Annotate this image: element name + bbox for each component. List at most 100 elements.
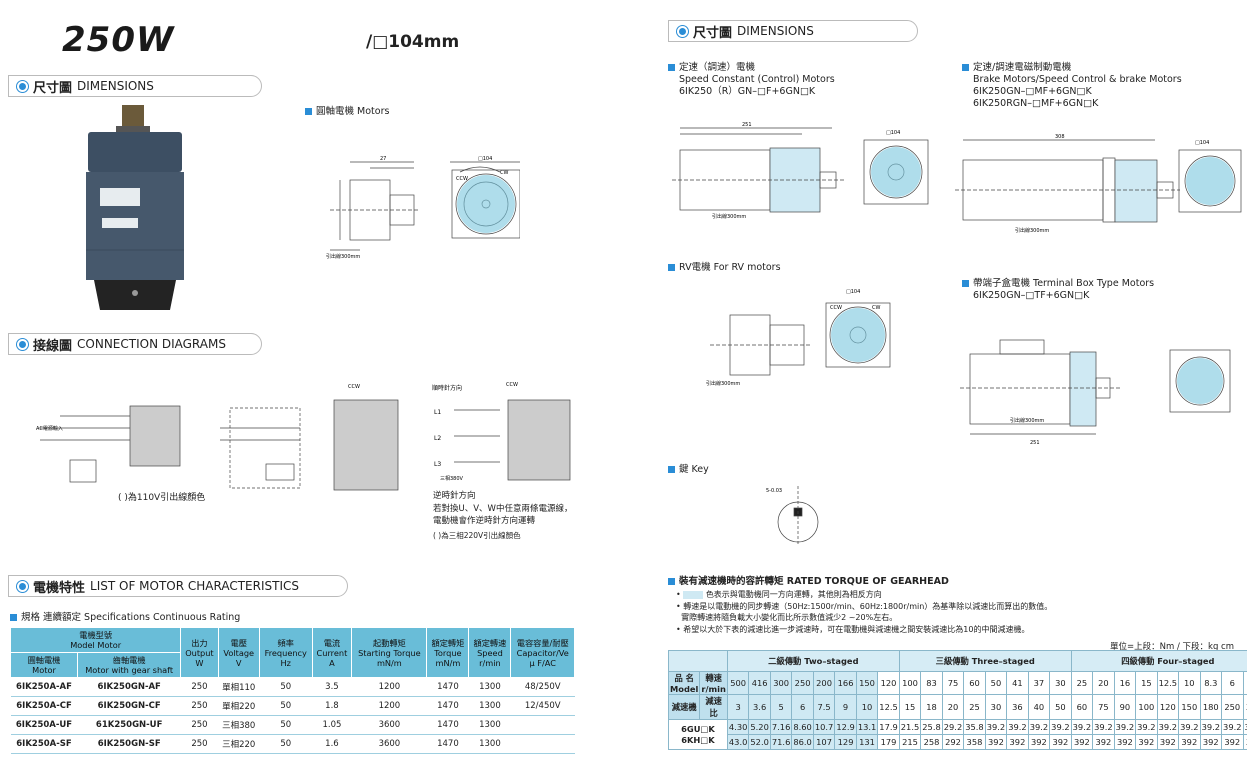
torque-kg-cell: 358 xyxy=(963,734,986,750)
speed-cell: 10 xyxy=(1178,671,1201,695)
torque-kg-cell: 392 xyxy=(1092,734,1115,750)
speed-cell: 12.5 xyxy=(1156,671,1180,695)
torque-nm-cell: 12.9 xyxy=(834,719,857,735)
speed-cell: 25 xyxy=(1070,671,1094,695)
torque-nm-cell: 7.16 xyxy=(769,719,793,735)
spec-cell: 3600 xyxy=(351,734,427,754)
speed-cell: 5 xyxy=(1242,671,1247,695)
spec-cell xyxy=(510,734,575,754)
speed-cell: 41 xyxy=(1006,671,1029,695)
spec-cell: 50 xyxy=(259,677,313,697)
torque-nm-cell: 8.60 xyxy=(791,719,814,735)
spec-cell: 三相220 xyxy=(218,734,260,754)
spec-cell: 1300 xyxy=(468,715,511,735)
svg-text:CW: CW xyxy=(872,305,880,311)
ratio-cell: 9 xyxy=(834,694,857,720)
torque-kg-cell: 392 xyxy=(1049,734,1072,750)
svg-text:□104: □104 xyxy=(478,156,492,162)
torque-nm-cell: 25.8 xyxy=(920,719,943,735)
spec-cell: 61K250GN-UF xyxy=(77,715,181,735)
torque-kg-cell: 392 xyxy=(1113,734,1137,750)
torque-nm-cell: 35.8 xyxy=(963,719,986,735)
svg-text:□104: □104 xyxy=(1195,140,1209,146)
torque-nm-cell: 39.2 xyxy=(1199,719,1223,735)
group-three-staged: 三級傳動 Three–staged xyxy=(898,650,1072,672)
speed-cell: 166 xyxy=(834,671,857,695)
rv-motors-label: RV電機 For RV motors xyxy=(668,262,781,274)
conn-note-reverse: 電動機會作逆時針方向運轉 xyxy=(433,516,536,526)
torque-kg-cell: 392 xyxy=(1156,734,1180,750)
group-two-staged: 二級傳動 Two–staged xyxy=(726,650,900,672)
spec-cell: 1300 xyxy=(468,677,511,697)
ratio-cell: 36 xyxy=(1006,694,1029,720)
bullet-icon xyxy=(17,580,28,592)
spec-cell: 6IK250A-UF xyxy=(10,715,78,735)
ratio-cell: 6 xyxy=(791,694,814,720)
speed-cell: 75 xyxy=(941,671,965,695)
torque-nm-cell: 39.2 xyxy=(1156,719,1180,735)
terminal-box-caption: 帶端子盒電機 Terminal Box Type Motors 6IK250GN… xyxy=(962,278,1154,302)
torque-kg-cell: 392 xyxy=(1178,734,1201,750)
speed-cell: 60 xyxy=(963,671,986,695)
section-title-zh: 電機特性 xyxy=(33,580,86,596)
speed-cell: 150 xyxy=(855,671,879,695)
torque-kg-cell: 179 xyxy=(877,734,900,750)
spec-cell: 50 xyxy=(259,715,313,735)
ratio-cell: 50 xyxy=(1049,694,1072,720)
torque-kg-cell: 392 xyxy=(1135,734,1158,750)
ratio-cell: 40 xyxy=(1027,694,1051,720)
torque-nm-cell: 39.2 xyxy=(1242,719,1247,735)
ratio-cell: 120 xyxy=(1156,694,1180,720)
bullet-icon xyxy=(677,25,688,37)
torque-kg-cell: 129 xyxy=(834,734,857,750)
speed-cell: 16 xyxy=(1113,671,1137,695)
svg-text:27: 27 xyxy=(380,156,386,162)
ratio-cell: 30 xyxy=(984,694,1008,720)
ratio-cell: 10 xyxy=(855,694,879,720)
spec-cell: 250 xyxy=(180,734,219,754)
torque-nm-cell: 39.2 xyxy=(1027,719,1051,735)
spec-cell: 單相110 xyxy=(218,677,260,697)
spec-cell: 1200 xyxy=(351,696,427,716)
svg-text:□104: □104 xyxy=(846,289,860,295)
spec-cell: 250 xyxy=(180,677,219,697)
speed-cell: 300 xyxy=(769,671,793,695)
torque-nm-cell: 39.2 xyxy=(1113,719,1137,735)
speed-cell: 15 xyxy=(1135,671,1158,695)
torque-nm-cell: 39.2 xyxy=(1092,719,1115,735)
ratio-cell: 7.5 xyxy=(812,694,836,720)
torque-nm-cell: 29.2 xyxy=(941,719,965,735)
svg-text:CCW: CCW xyxy=(348,384,360,390)
torque-kg-cell: 392 xyxy=(984,734,1008,750)
spec-cell: 6IK250GN-CF xyxy=(77,696,181,716)
svg-text:三相380V: 三相380V xyxy=(440,475,464,482)
dimensions-header: 尺寸圖 DIMENSIONS xyxy=(8,75,262,97)
ratio-cell: 300 xyxy=(1242,694,1247,720)
torque-kg-cell: 52.0 xyxy=(748,734,771,750)
speed-cell: 500 xyxy=(726,671,750,695)
section-title-en: DIMENSIONS xyxy=(77,79,154,93)
torque-kg-cell: 71.6 xyxy=(769,734,793,750)
brake-motor-caption: 定速/調速電磁制動電機 Brake Motors/Speed Control &… xyxy=(962,62,1182,110)
svg-text:L1: L1 xyxy=(434,409,441,416)
key-drawing: 5-0.03 xyxy=(766,486,819,544)
spec-cell: 6IK250A-AF xyxy=(10,677,78,697)
ratio-cell: 12.5 xyxy=(877,694,900,720)
bullet-icon xyxy=(17,338,28,350)
connection-header: 接線圖 CONNECTION DIAGRAMS xyxy=(8,333,262,355)
spec-cell: 3600 xyxy=(351,715,427,735)
torque-kg-cell: 86.0 xyxy=(791,734,814,750)
speed-cell: 250 xyxy=(791,671,814,695)
speed-cell: 83 xyxy=(920,671,943,695)
torque-kg-cell: 392 xyxy=(1006,734,1029,750)
spec-cell: 1470 xyxy=(426,677,469,697)
spec-cell: 1300 xyxy=(468,734,511,754)
spec-cell: 1.8 xyxy=(312,696,352,716)
svg-text:308: 308 xyxy=(1055,134,1065,140)
section-title-en: DIMENSIONS xyxy=(737,24,814,38)
torque-title: 裝有減速機時的容許轉矩 RATED TORQUE OF GEARHEAD xyxy=(668,573,949,587)
